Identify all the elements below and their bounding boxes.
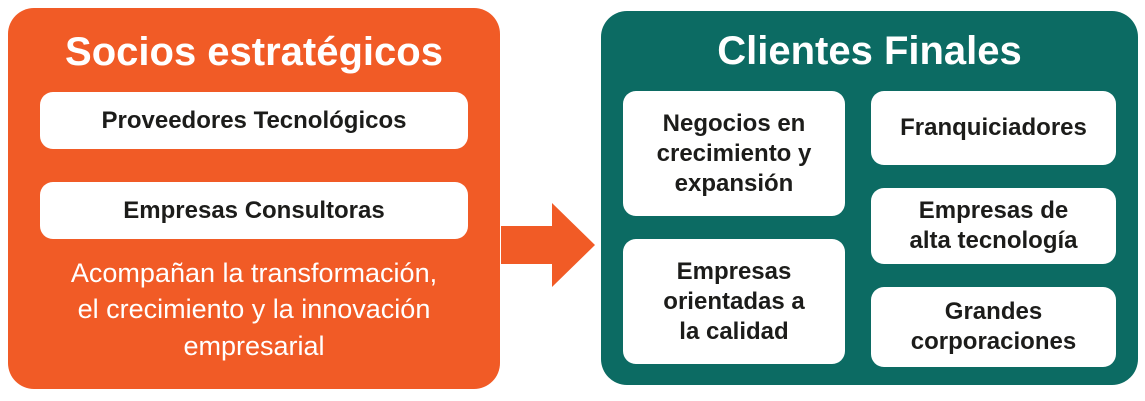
client-card-label: Negocios en crecimiento y expansión xyxy=(656,109,812,197)
partners-caption: Acompañan la transformación, el crecimie… xyxy=(70,258,438,361)
right-arrow-icon xyxy=(501,203,595,287)
strategic-partners-panel: Socios estratégicos Proveedores Tecnológ… xyxy=(8,8,500,389)
partner-card-label: Proveedores Tecnológicos xyxy=(101,106,407,134)
client-card-high-tech: Empresas de alta tecnología xyxy=(871,188,1116,264)
final-clients-panel: Clientes Finales Negocios en crecimiento… xyxy=(601,11,1138,385)
partner-card-consulting-firms: Empresas Consultoras xyxy=(40,182,468,239)
client-card-franchisors: Franquiciadores xyxy=(871,91,1116,165)
strategic-partners-title: Socios estratégicos xyxy=(65,30,443,74)
partner-card-label: Empresas Consultoras xyxy=(123,196,385,224)
clients-column-right: Franquiciadores Empresas de alta tecnolo… xyxy=(871,91,1116,367)
client-card-growing-businesses: Negocios en crecimiento y expansión xyxy=(623,91,845,216)
client-card-label: Empresas de alta tecnología xyxy=(909,197,1078,254)
client-card-label: Empresas orientadas a la calidad xyxy=(663,257,805,345)
client-card-large-corporations: Grandes corporaciones xyxy=(871,287,1116,367)
client-card-label: Grandes corporaciones xyxy=(910,298,1077,355)
partner-card-tech-providers: Proveedores Tecnológicos xyxy=(40,92,468,149)
client-card-label: Franquiciadores xyxy=(900,114,1087,141)
final-clients-title: Clientes Finales xyxy=(717,29,1022,73)
client-card-quality-oriented: Empresas orientadas a la calidad xyxy=(623,239,845,364)
clients-column-left: Negocios en crecimiento y expansión Empr… xyxy=(623,91,845,367)
final-clients-grid: Negocios en crecimiento y expansión Empr… xyxy=(621,91,1118,367)
